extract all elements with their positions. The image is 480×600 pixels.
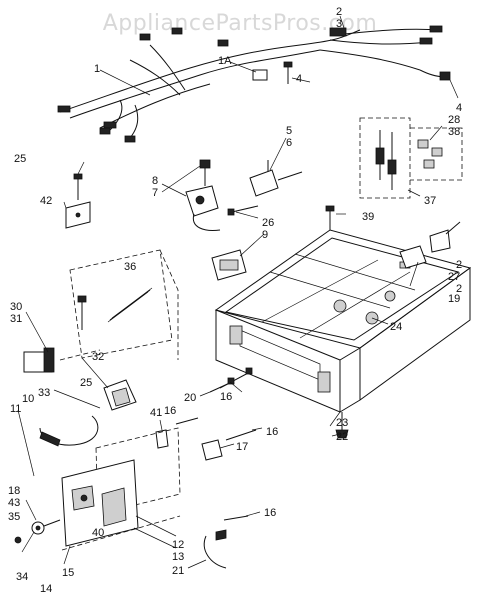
callout-24: 24 xyxy=(390,321,402,333)
callout-35: 35 xyxy=(8,511,20,523)
wire-21 xyxy=(203,515,249,569)
bracket-42 xyxy=(65,173,91,229)
callout-1a: 1A xyxy=(218,55,232,67)
callout-7: 7 xyxy=(152,187,158,199)
callout-17: 17 xyxy=(236,441,248,453)
callout-5: 5 xyxy=(286,125,292,137)
callout-23: 23 xyxy=(336,417,348,429)
switch-17 xyxy=(201,429,257,461)
callout-11: 11 xyxy=(10,403,21,415)
callout-16-d: 16 xyxy=(264,507,276,519)
callout-13: 13 xyxy=(172,551,184,563)
callout-21: 21 xyxy=(172,565,184,577)
callout-6: 6 xyxy=(286,137,292,149)
callout-16-c: 16 xyxy=(266,426,278,438)
callout-32: 32 xyxy=(92,351,104,363)
callout-43: 43 xyxy=(8,497,20,509)
motor-bracket-36 xyxy=(23,249,179,373)
callout-labels: 1 1A 2 3 4 4 28 38 37 5 6 8 7 25 42 26 9… xyxy=(8,6,462,595)
callout-4-right: 4 xyxy=(456,102,462,114)
callout-2-low: 2 xyxy=(456,283,462,295)
callout-26: 26 xyxy=(262,217,274,229)
callout-2-top: 2 xyxy=(336,6,342,18)
leader-lines xyxy=(17,15,459,569)
callout-25-top: 25 xyxy=(14,153,26,165)
callout-4-center: 4 xyxy=(296,73,302,85)
callout-18: 18 xyxy=(8,485,20,497)
bracket-27 xyxy=(399,221,461,269)
knob-34 xyxy=(14,519,61,544)
callout-25-mid: 25 xyxy=(80,377,92,389)
callout-39: 39 xyxy=(362,211,374,223)
callout-41: 41 xyxy=(150,407,162,419)
callout-8: 8 xyxy=(152,175,158,187)
callout-36: 36 xyxy=(124,261,136,273)
callout-9: 9 xyxy=(262,229,268,241)
screw-4 xyxy=(283,61,293,84)
callout-3: 3 xyxy=(336,18,342,30)
callout-16-a: 16 xyxy=(220,391,232,403)
callout-31: 31 xyxy=(10,313,22,325)
switch-assembly-7 xyxy=(185,159,221,231)
solenoid-32 xyxy=(103,379,137,411)
callout-27: 27 xyxy=(448,271,460,283)
callout-1: 1 xyxy=(94,63,100,75)
control-panel xyxy=(61,427,181,551)
callout-16-b: 16 xyxy=(164,405,176,417)
timer-9 xyxy=(211,205,259,281)
relay-6 xyxy=(249,160,303,197)
callout-33: 33 xyxy=(38,387,50,399)
callout-15: 15 xyxy=(62,567,74,579)
spring-10 xyxy=(39,415,99,447)
screws-20 xyxy=(209,367,253,393)
base-cabinet xyxy=(214,229,472,439)
callout-2-mid: 2 xyxy=(456,259,462,271)
wire-harness xyxy=(57,25,451,143)
callout-22: 22 xyxy=(336,431,348,443)
callout-19: 19 xyxy=(448,293,460,305)
callout-34: 34 xyxy=(16,571,28,583)
callout-30: 30 xyxy=(10,301,22,313)
callout-20: 20 xyxy=(184,392,196,404)
terminal-block-group xyxy=(359,117,463,199)
clip-41 xyxy=(155,417,199,449)
callout-40: 40 xyxy=(92,527,104,539)
callout-37: 37 xyxy=(424,195,436,207)
callout-28: 28 xyxy=(448,114,460,126)
callout-12: 12 xyxy=(172,539,184,551)
callout-14: 14 xyxy=(40,583,52,595)
callout-42: 42 xyxy=(40,195,52,207)
callout-38: 38 xyxy=(448,126,460,138)
screw-39 xyxy=(325,205,335,230)
callout-10: 10 xyxy=(22,393,34,405)
